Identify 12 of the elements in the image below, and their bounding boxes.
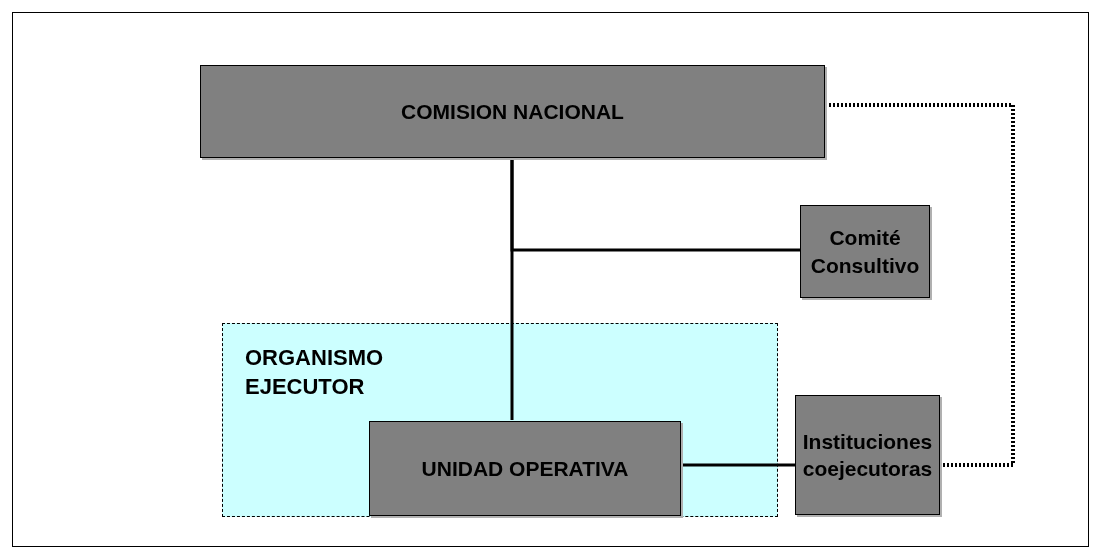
org-box (800, 205, 930, 298)
box-label: Instituciones coejecutoras (801, 428, 934, 482)
org-box (200, 65, 825, 158)
box-label: UNIDAD OPERATIVA (421, 455, 629, 482)
connector-line (510, 158, 800, 252)
box-label: Comité Consultivo (809, 225, 921, 279)
group-area (222, 323, 778, 517)
box-label: COMISION NACIONAL (401, 98, 624, 125)
group-title: ORGANISMO EJECUTOR (245, 344, 385, 401)
org-box (369, 421, 681, 516)
org-box (795, 395, 940, 515)
connector-line (680, 463, 795, 467)
